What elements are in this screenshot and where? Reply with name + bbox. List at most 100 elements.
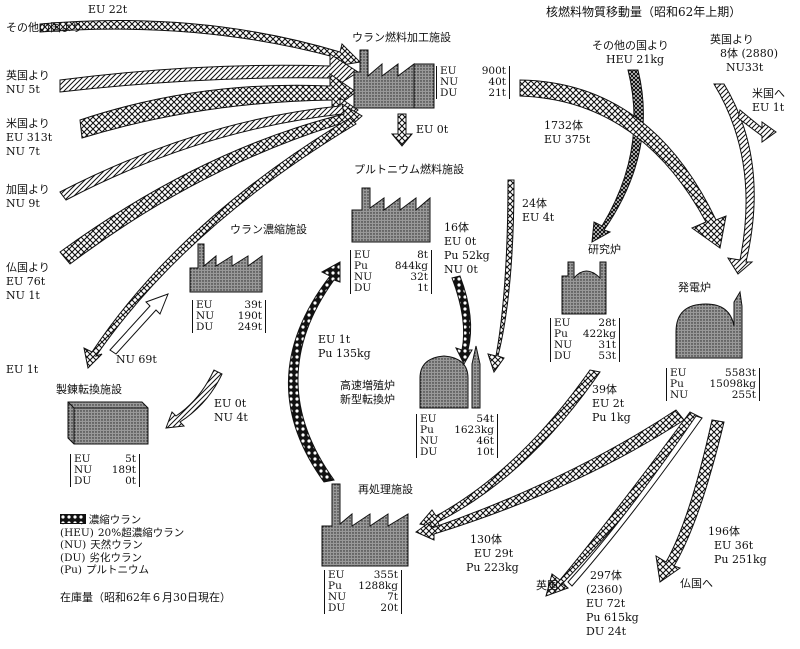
research-name: 研究炉	[588, 243, 621, 256]
flow-fab-to-fbr	[487, 179, 515, 374]
legend-label: プルトニウム	[86, 564, 150, 576]
label-f196a: 196体	[708, 525, 740, 538]
label-other-country: その他の国より	[6, 21, 83, 34]
diagram-title: 核燃料物質移動量（昭和62年上期）	[546, 5, 742, 19]
label-to-us-eu: EU 1t	[752, 101, 785, 114]
label-to-fr: 仏国へ	[680, 577, 713, 590]
label-f39c: Pu 1kg	[592, 411, 631, 424]
label-uk-nu: NU 5t	[6, 83, 40, 96]
label-repro-to-pu-b: Pu 135kg	[318, 347, 371, 360]
label-repro-to-pu-a: EU 1t	[318, 333, 351, 346]
label-uk-from: 英国より	[6, 69, 50, 82]
label-us-from: 米国より	[6, 117, 50, 130]
legend-item: (DU)劣化ウラン	[60, 514, 184, 565]
flow-other-to-fab	[39, 20, 362, 67]
label-enr-to-ref-a: EU 0t	[214, 397, 247, 410]
label-us-eu: EU 313t	[6, 131, 53, 144]
label-f24a: 24体	[522, 197, 547, 210]
label-f1732a: 1732体	[544, 119, 583, 132]
building-pu-fuel	[351, 187, 431, 243]
label-other-heu-2: HEU 21kg	[606, 53, 665, 66]
flow-power-to-uk-du	[567, 415, 703, 587]
legend-item: (HEU)20%超濃縮ウラン	[60, 514, 185, 540]
building-reproc	[321, 483, 409, 567]
building-power	[675, 290, 743, 359]
legend: (EU)濃縮ウラン(HEU)20%超濃縮ウラン(NU)天然ウラン(DU)劣化ウラ…	[60, 514, 184, 577]
flow-uk-to-fab	[59, 53, 359, 93]
flow-refine-to-enrich	[109, 293, 169, 355]
pu-fuel-name: プルトニウム燃料施設	[354, 163, 464, 176]
label-fab-to-pu: EU 0t	[416, 123, 449, 136]
flow-other-heu	[591, 69, 644, 243]
label-f130a: 130体	[470, 533, 502, 546]
label-f1732b: EU 375t	[544, 133, 591, 146]
label-uk-from2: 英国より	[710, 33, 754, 46]
legend-label: 20%超濃縮ウラン	[97, 526, 185, 539]
legend-label: 劣化ウラン	[89, 551, 142, 564]
flow-fab-to-pu	[390, 113, 414, 147]
reproc-name: 再処理施設	[358, 483, 413, 496]
label-ca-from: 加国より	[6, 183, 50, 196]
building-enrich	[189, 243, 263, 293]
label-other-heu-1: その他の国より	[592, 39, 669, 52]
refine-name: 製錬転換施設	[56, 383, 122, 396]
legend-label: 天然ウラン	[90, 539, 143, 551]
label-f196c: Pu 251kg	[714, 553, 767, 566]
building-fbr	[419, 345, 481, 409]
label-f24b: EU 4t	[522, 211, 555, 224]
power-name: 発電炉	[678, 281, 711, 294]
building-fuel-fab	[353, 49, 435, 109]
flow-fab-to-power	[519, 79, 727, 249]
legend-code: (NU)	[60, 539, 87, 551]
legend-label: 濃縮ウラン	[88, 514, 142, 526]
legend-code: (DU)	[60, 551, 86, 564]
label-fr-eu: EU 76t	[6, 275, 46, 288]
flow-uk-nu	[713, 83, 755, 275]
label-f16a: 16体	[444, 221, 469, 234]
label-to-uk: 英国へ	[536, 579, 569, 592]
legend-item: (Pu)プルトニウム	[60, 514, 184, 577]
label-fr-from: 仏国より	[6, 261, 50, 274]
label-us-nu: NU 7t	[6, 145, 40, 158]
flow-to-us	[737, 109, 777, 143]
label-f39b: EU 2t	[592, 397, 625, 410]
flow-fab-to-refine	[83, 117, 357, 370]
label-f297a: 297体	[590, 569, 622, 582]
label-f39a: 39体	[592, 383, 617, 396]
label-nu69: NU 69t	[116, 353, 157, 366]
enrich-name: ウラン濃縮施設	[230, 223, 307, 236]
legend-swatch	[60, 514, 86, 524]
flow-pu-to-fbr	[451, 275, 473, 366]
label-to-us: 米国へ	[752, 87, 785, 100]
label-uk-nu2: NU33t	[726, 61, 764, 74]
label-f130c: Pu 223kg	[466, 561, 519, 574]
label-f297b: (2360)	[586, 583, 623, 596]
